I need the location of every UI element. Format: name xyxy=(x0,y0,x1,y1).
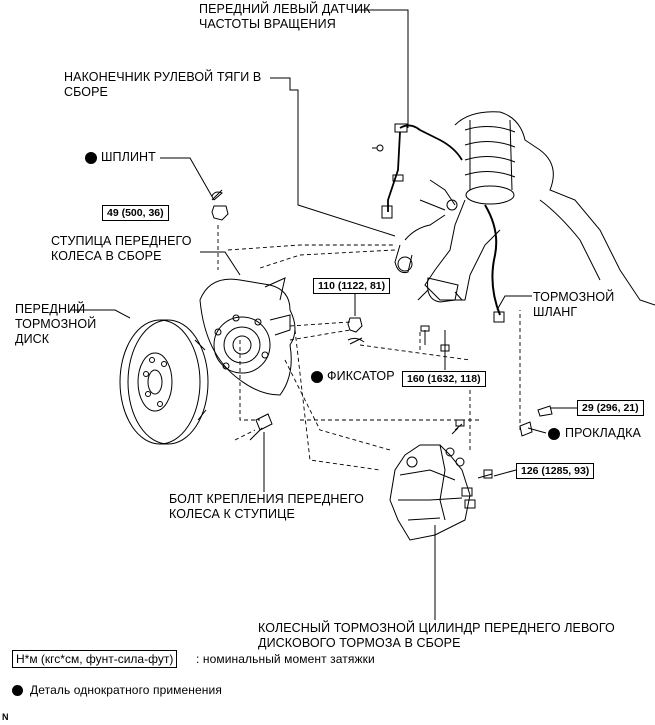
torque-110: 110 (1122, 81) xyxy=(313,278,391,294)
label-speed-sensor: ПЕРЕДНИЙ ЛЕВЫЙ ДАТЧИК ЧАСТОТЫ ВРАЩЕНИЯ xyxy=(199,2,371,31)
non-reusable-marker-gasket xyxy=(548,428,560,440)
non-reusable-marker-cotter xyxy=(85,152,97,164)
corner-mark: N xyxy=(2,712,9,722)
label-caliper: КОЛЕСНЫЙ ТОРМОЗНОЙ ЦИЛИНДР ПЕРЕДНЕГО ЛЕВ… xyxy=(258,621,615,650)
legend-non-reusable-marker xyxy=(12,685,23,696)
label-tie-rod-end: НАКОНЕЧНИК РУЛЕВОЙ ТЯГИ В СБОРЕ xyxy=(64,70,262,99)
leader-cotter xyxy=(160,157,215,201)
label-disc: ПЕРЕДНИЙ ТОРМОЗНОЙ ДИСК xyxy=(15,302,97,346)
torque-29: 29 (296, 21) xyxy=(577,400,644,416)
label-brake-hose: ТОРМОЗНОЙ ШЛАНГ xyxy=(533,290,615,319)
leader-disc xyxy=(70,309,131,319)
legend-non-reusable: Деталь однократного применения xyxy=(30,683,222,697)
torque-126: 126 (1285, 93) xyxy=(516,463,595,479)
leader-speed-sensor xyxy=(355,9,409,128)
legend-torque-unit: Н*м (кгс*см, фунт-сила-фут) xyxy=(12,650,178,668)
label-cotter-pin: ШПЛИНТ xyxy=(101,150,156,164)
leader-hub xyxy=(200,251,241,276)
torque-160: 160 (1632, 118) xyxy=(402,371,486,387)
label-retainer: ФИКСАТОР xyxy=(327,369,395,383)
leader-tie-rod xyxy=(270,77,396,237)
label-gasket: ПРОКЛАДКА xyxy=(565,426,641,440)
torque-49: 49 (500, 36) xyxy=(102,205,169,221)
legend-torque-desc: : номинальный момент затяжки xyxy=(196,652,375,666)
label-hub-bolt: БОЛТ КРЕПЛЕНИЯ ПЕРЕДНЕГО КОЛЕСА К СТУПИЦ… xyxy=(169,492,364,521)
non-reusable-marker-retainer xyxy=(311,371,323,383)
label-hub: СТУПИЦА ПЕРЕДНЕГО КОЛЕСА В СБОРЕ xyxy=(51,234,192,263)
leader-126 xyxy=(493,469,517,477)
leader-hose xyxy=(496,295,532,311)
